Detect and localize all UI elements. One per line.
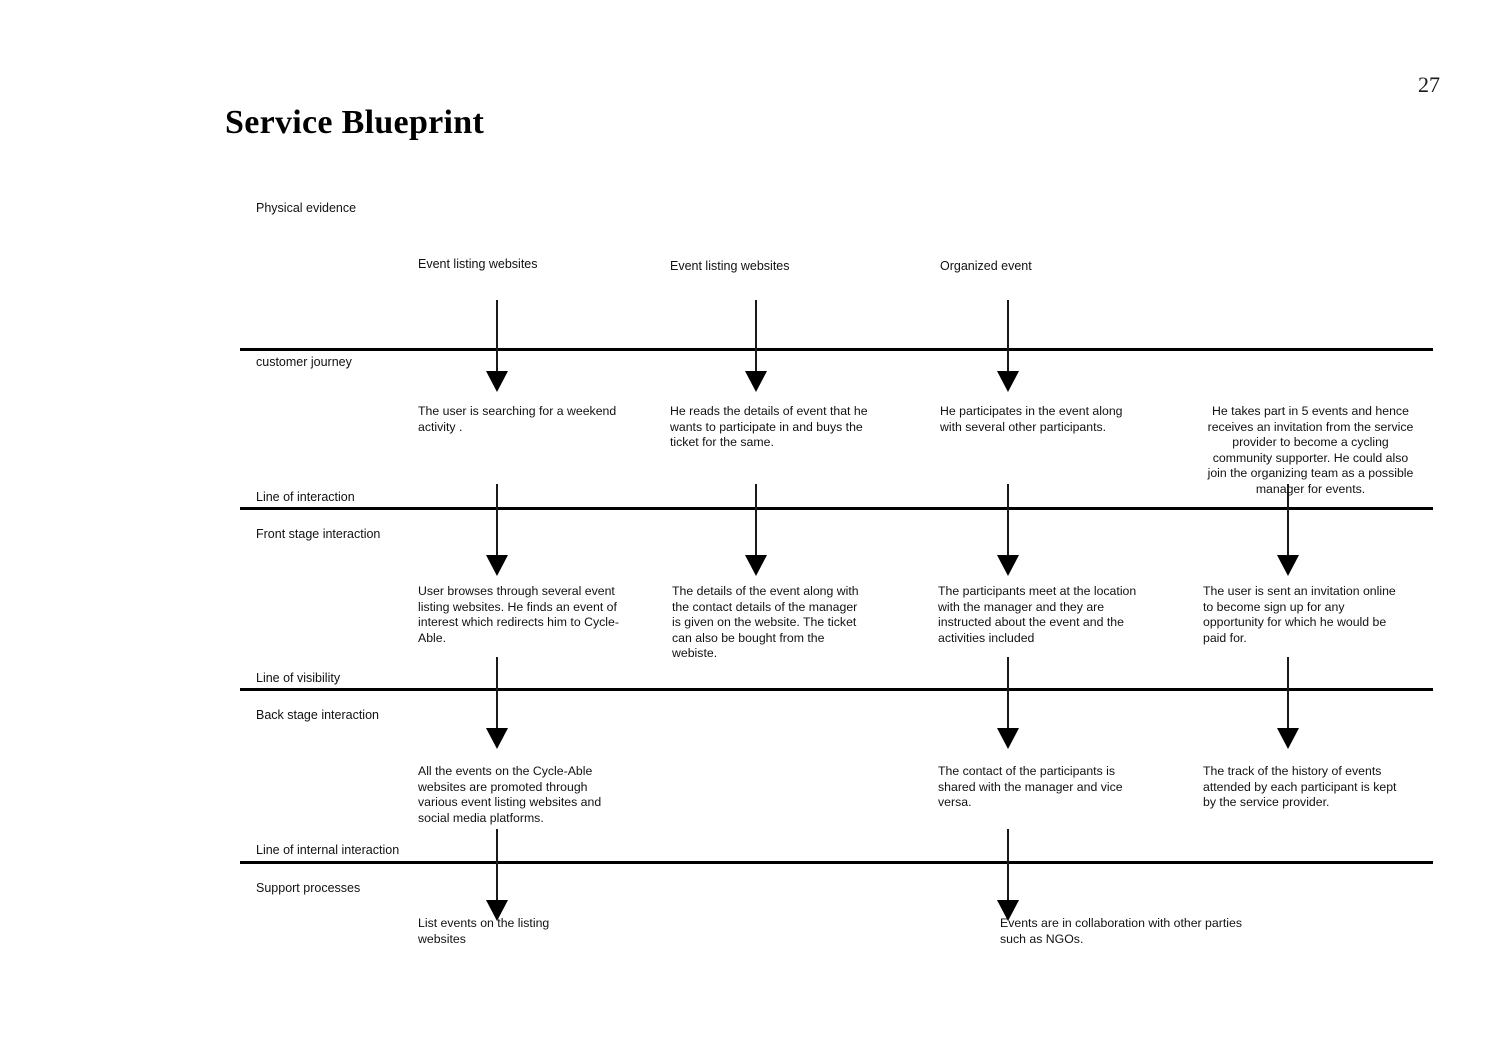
arrow-evidence-to-journey-1 [486,300,508,392]
divider-line-of-internal-interaction [240,861,1433,864]
arrow-evidence-to-journey-2 [745,300,767,392]
arrow-frontstage-to-backstage-4 [1277,657,1299,749]
support-process-note-1: List events on the listing websites [418,916,550,946]
arrow-backstage-to-support-3 [997,829,1019,921]
arrow-journey-to-frontstage-2 [745,484,767,576]
lane-label-front-stage-interaction: Front stage interaction [256,527,381,541]
page-title: Service Blueprint [225,104,485,141]
customer-journey-note-1: The user is searching for a weekend acti… [418,404,617,434]
front-stage-note-2: The details of the event along with the … [672,584,859,661]
support-process-note-2: Events are in collaboration with other p… [1000,916,1242,946]
back-stage-note-1: All the events on the Cycle-Able website… [418,764,602,825]
front-stage-note-3: The participants meet at the location wi… [938,584,1137,645]
lane-label-support-processes: Support processes [256,881,361,895]
lane-label-line-of-interaction: Line of interaction [256,490,355,504]
customer-journey-note-3: He participates in the event along with … [940,404,1123,434]
front-stage-note-4: The user is sent an invitation online to… [1203,584,1396,645]
arrow-journey-to-frontstage-3 [997,484,1019,576]
arrow-evidence-to-journey-3 [997,300,1019,392]
arrow-journey-to-frontstage-1 [486,484,508,576]
divider-customer-journey [240,348,1433,351]
physical-evidence-item-1: Event listing websites [418,257,538,271]
back-stage-note-2: The contact of the participants is share… [938,764,1123,810]
page-number: 27 [1418,72,1440,97]
customer-journey-note-2: He reads the details of event that he wa… [670,404,868,450]
front-stage-note-1: User browses through several event listi… [418,584,619,645]
lane-label-physical-evidence: Physical evidence [256,201,357,215]
lane-label-line-of-internal-interaction: Line of internal interaction [256,843,400,857]
lane-label-back-stage-interaction: Back stage interaction [256,708,379,722]
divider-line-of-interaction [240,507,1433,510]
back-stage-note-3: The track of the history of events atten… [1203,764,1397,810]
divider-line-of-visibility [240,688,1433,691]
arrow-frontstage-to-backstage-3 [997,657,1019,749]
physical-evidence-item-2: Event listing websites [670,259,790,273]
arrow-backstage-to-support-1 [486,829,508,921]
arrow-frontstage-to-backstage-1 [486,657,508,749]
lane-label-line-of-visibility: Line of visibility [256,671,341,685]
arrow-journey-to-frontstage-4 [1277,484,1299,576]
customer-journey-note-4: He takes part in 5 events and hence rece… [1207,404,1414,496]
lane-label-customer-journey: customer journey [256,355,352,369]
physical-evidence-item-3: Organized event [940,259,1032,273]
